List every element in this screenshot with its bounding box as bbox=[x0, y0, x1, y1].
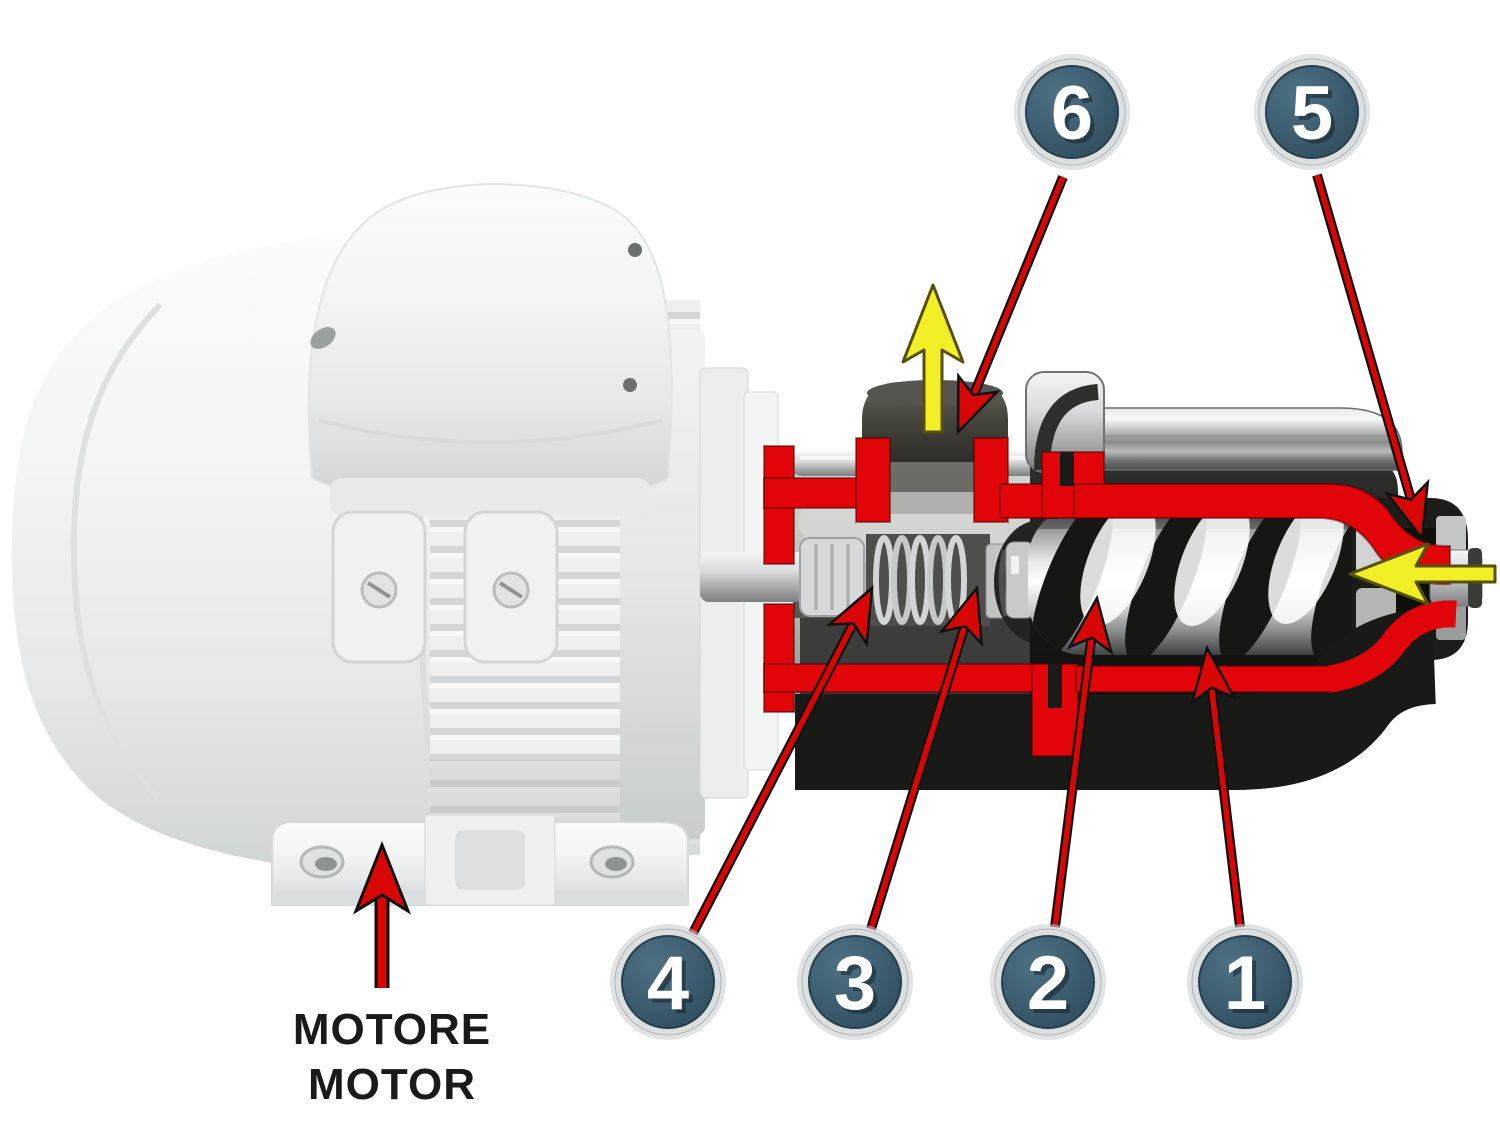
callout-number-4: 4 bbox=[647, 941, 689, 1026]
strap-clamp bbox=[331, 510, 427, 664]
callout-badge-4: 4 4 bbox=[610, 924, 726, 1040]
motor-caption: MOTORE MOTOR bbox=[293, 1005, 491, 1109]
cut-flange-notch bbox=[1060, 452, 1074, 486]
callout-badge-5: 5 5 bbox=[1254, 54, 1370, 170]
terminal-box-vent bbox=[310, 327, 336, 349]
motor-pointer-arrow bbox=[352, 840, 412, 988]
callout-number-2: 2 bbox=[1027, 941, 1069, 1026]
discharge-arrow bbox=[901, 283, 965, 434]
callout-number-shadow: 3 bbox=[838, 945, 880, 1030]
mounting-feet bbox=[271, 814, 689, 906]
callout-line-1 bbox=[1190, 644, 1245, 928]
cut-bottom-curl bbox=[1327, 600, 1457, 693]
callout-badge-3: 3 3 bbox=[797, 924, 913, 1040]
cut-step-notch bbox=[1048, 664, 1062, 708]
terminal-box-screw bbox=[628, 243, 642, 257]
motor-caption-line2: MOTOR bbox=[308, 1060, 476, 1109]
callout-line-6 bbox=[956, 175, 1068, 436]
callout-number-shadow: 5 bbox=[1295, 75, 1337, 160]
callout-number-shadow: 4 bbox=[651, 945, 693, 1030]
motor-arrowhead bbox=[352, 840, 412, 915]
cut-left-ledge bbox=[763, 477, 871, 509]
callout-number-shadow: 6 bbox=[1055, 75, 1097, 160]
callout-number-shadow: 2 bbox=[1031, 945, 1073, 1030]
callout-arrowhead-4 bbox=[825, 585, 874, 648]
mechanical-seal bbox=[866, 534, 1013, 626]
electric-motor bbox=[12, 183, 779, 906]
terminal-box-skirt bbox=[330, 478, 650, 516]
fan-cover-seam bbox=[70, 302, 163, 801]
joint-pin-highlight bbox=[998, 549, 1009, 617]
drive-shaft bbox=[700, 552, 830, 602]
callout-number-6: 6 bbox=[1051, 71, 1093, 156]
callout-lines bbox=[352, 173, 1430, 988]
cut-bottom-ledge bbox=[763, 663, 1045, 693]
callout-number-5: 5 bbox=[1291, 71, 1333, 156]
cut-port-wall-right bbox=[973, 437, 1009, 523]
callout-line-4 bbox=[688, 585, 874, 936]
callout-number-1: 1 bbox=[1224, 941, 1266, 1026]
motor-caption-line1: MOTORE bbox=[293, 1005, 491, 1054]
screw-collar-highlight bbox=[1011, 556, 1019, 574]
bolt-hole bbox=[299, 845, 345, 879]
suction-arrow bbox=[1348, 542, 1497, 606]
callout-line-3 bbox=[866, 584, 984, 931]
callout-badge-6: 6 6 bbox=[1014, 54, 1130, 170]
callout-arrowhead-2 bbox=[1066, 594, 1114, 656]
callout-line-2 bbox=[1050, 594, 1114, 928]
callout-line-5 bbox=[1312, 173, 1430, 542]
bottom-casing bbox=[795, 608, 1438, 790]
callout-arrowhead-6 bbox=[956, 372, 1001, 436]
callout-arrowhead-1 bbox=[1190, 644, 1237, 706]
cut-left-bar-lower bbox=[763, 603, 795, 713]
cut-top-band bbox=[1073, 483, 1451, 586]
callout-arrowhead-3 bbox=[938, 584, 984, 648]
callout-badge-2: 2 2 bbox=[990, 924, 1106, 1040]
casing-tube bbox=[1055, 407, 1403, 471]
terminal-box-screw bbox=[623, 378, 637, 392]
callout-number-shadow: 1 bbox=[1228, 945, 1270, 1030]
cutaway-section-red bbox=[763, 437, 1457, 757]
terminal-box bbox=[307, 183, 673, 502]
terminal-box-seam bbox=[317, 418, 663, 445]
bolt-hole bbox=[589, 845, 635, 879]
cut-port-wall-left bbox=[855, 437, 891, 523]
shaft-coupling bbox=[799, 537, 865, 617]
callout-number-3: 3 bbox=[834, 941, 876, 1026]
strap-clamp bbox=[463, 510, 559, 664]
callout-arrowhead-5 bbox=[1384, 478, 1430, 542]
callout-badge-1: 1 1 bbox=[1187, 924, 1303, 1040]
